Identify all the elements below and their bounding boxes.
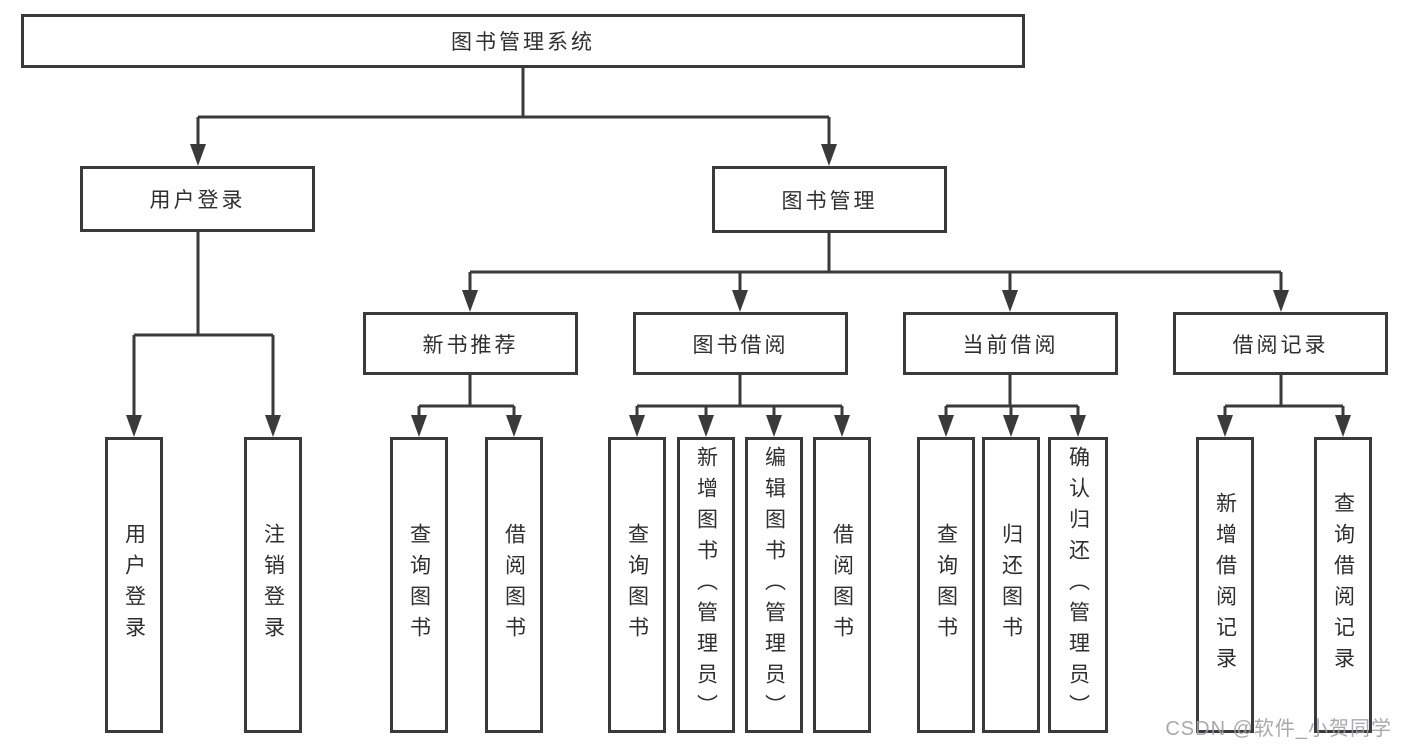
- leaf-label: 注销登录: [261, 523, 285, 647]
- arrowhead-borrowing-records: [1273, 290, 1289, 312]
- leaf-edit-book-admin: 编辑图书（管理员）: [745, 437, 803, 733]
- leaf-query-books-current: 查询图书: [917, 437, 975, 733]
- node-current-borrowing: 当前借阅: [903, 312, 1118, 375]
- leaf-label: 新增图书（管理员）: [694, 445, 718, 725]
- edge-book-management-to-children: [462, 233, 1289, 312]
- leaf-label: 归还图书: [999, 523, 1023, 647]
- leaf-query-books-recommend: 查询图书: [390, 437, 448, 733]
- node-label: 新书推荐: [422, 333, 519, 357]
- leaf-add-borrow-record: 新增借阅记录: [1196, 437, 1254, 733]
- leaf-label: 编辑图书（管理员）: [762, 445, 786, 725]
- node-borrowing-records: 借阅记录: [1173, 312, 1388, 375]
- leaf-query-books-borrowing: 查询图书: [608, 437, 666, 733]
- arrowhead-current-borrowing: [1002, 290, 1018, 312]
- node-label: 当前借阅: [962, 333, 1059, 357]
- edge-current-borrowing-to-children: [938, 375, 1086, 437]
- leaf-label: 查询图书: [625, 523, 649, 647]
- node-label: 用户登录: [149, 189, 246, 212]
- leaf-label: 查询图书: [934, 523, 958, 647]
- node-new-book-recommendation: 新书推荐: [363, 312, 578, 375]
- node-user-login: 用户登录: [80, 166, 315, 232]
- arrowhead-book-borrowing: [732, 290, 748, 312]
- arrowhead-new-book-recommendation: [462, 290, 478, 312]
- leaf-label: 确认归还（管理员）: [1066, 445, 1090, 725]
- leaf-label: 查询借阅记录: [1331, 492, 1355, 678]
- node-label: 借阅记录: [1232, 333, 1329, 357]
- leaf-query-borrow-record: 查询借阅记录: [1314, 437, 1372, 733]
- arrowhead-leaf-logout: [265, 415, 281, 437]
- leaf-user-login: 用户登录: [105, 437, 163, 733]
- leaf-borrow-books-recommend: 借阅图书: [485, 437, 543, 733]
- edge-new-book-recommendation-to-children: [411, 375, 522, 437]
- leaf-add-book-admin: 新增图书（管理员）: [677, 437, 735, 733]
- csdn-watermark: CSDN @软件_小贺同学: [1165, 718, 1392, 740]
- arrowhead-user-login: [190, 144, 206, 166]
- node-label: 图书借阅: [692, 333, 789, 357]
- node-label: 图书管理系统: [451, 31, 595, 54]
- node-book-borrowing: 图书借阅: [633, 312, 848, 375]
- edge-borrowing-records-to-children: [1217, 375, 1351, 437]
- edge-root-to-children: [190, 68, 837, 166]
- arrowhead-book-management: [821, 144, 837, 166]
- leaf-label: 新增借阅记录: [1213, 492, 1237, 678]
- leaf-return-books: 归还图书: [982, 437, 1040, 733]
- leaf-label: 借阅图书: [502, 523, 526, 647]
- leaf-borrow-books-borrowing: 借阅图书: [813, 437, 871, 733]
- node-label: 图书管理: [781, 189, 878, 213]
- arrowhead-leaf-user-login: [126, 415, 142, 437]
- leaf-label: 用户登录: [122, 523, 146, 647]
- leaf-logout: 注销登录: [244, 437, 302, 733]
- edge-book-borrowing-to-children: [629, 375, 850, 437]
- leaf-label: 借阅图书: [830, 523, 854, 647]
- node-library-management-system: 图书管理系统: [21, 14, 1025, 68]
- leaf-confirm-return-admin: 确认归还（管理员）: [1048, 437, 1108, 733]
- node-book-management: 图书管理: [712, 166, 947, 233]
- edge-user-login-to-children: [126, 232, 281, 437]
- leaf-label: 查询图书: [407, 523, 431, 647]
